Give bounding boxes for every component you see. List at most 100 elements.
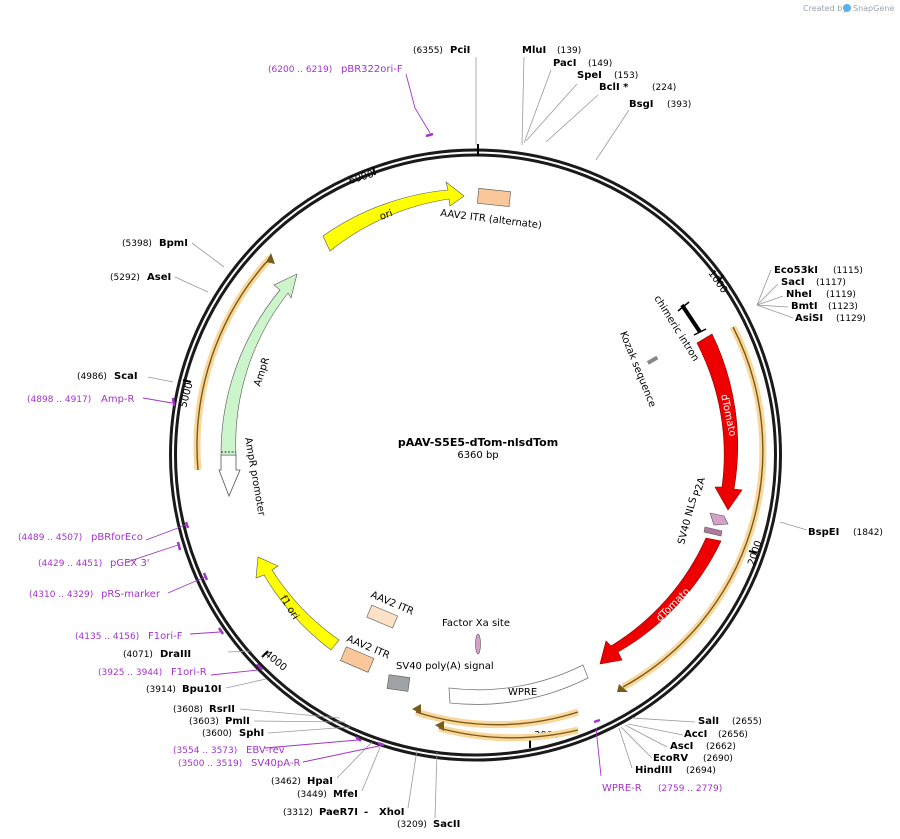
kozak-feature[interactable] [646,355,659,365]
site-pos-bsgi: (393) [667,100,691,110]
site-name-bspei[interactable]: BspEI [808,527,839,538]
site-name-asisi[interactable]: AsiSI [795,313,823,324]
site-pos-saci: (1117) [816,278,846,288]
site-name-paer7i[interactable]: PaeR7I [319,807,358,818]
primer-name-amp-r[interactable]: Amp-R [101,394,135,405]
sv40-nls-feature[interactable] [703,526,723,537]
site-name-nhei[interactable]: NheI [786,289,812,300]
ampr-feature[interactable] [220,273,298,456]
site-name-hindiii[interactable]: HindIII [635,765,672,776]
sv40-polya-feature[interactable] [386,674,411,692]
site-name-acci[interactable]: AccI [684,729,707,740]
kozak-label: Kozak sequence [617,330,657,409]
orf-right-arrowhead [617,684,628,692]
primer-name-wpre-r[interactable]: WPRE-R [602,783,642,794]
primer-range-prs-marker: (4310 .. 4329) [29,590,93,600]
tick-label-5000: 5000 [178,381,195,408]
site-name-mfei[interactable]: MfeI [333,789,358,800]
primer-leaders [126,73,602,777]
site-name-asci[interactable]: AscI [670,741,693,752]
tick-6000 [372,166,376,176]
orf-left-line[interactable] [196,257,271,471]
site-name-bmti[interactable]: BmtI [791,301,818,312]
site-name-sacii[interactable]: SacII [433,819,460,830]
site-name-eco53ki[interactable]: Eco53kI [774,265,818,276]
site-pos-bpu10i: (3914) [146,685,176,695]
p2a-feature[interactable] [709,512,729,526]
aav2-itr-alternate-feature[interactable] [476,188,511,207]
primer-range-wpre-r: (2759 .. 2779) [658,784,722,794]
site-name-hpai[interactable]: HpaI [307,776,333,787]
site-name-bpmi[interactable]: BpmI [159,238,188,249]
site-pos-acci: (2656) [718,730,748,740]
credit-prefix: Created by [803,4,847,13]
site-name-saci[interactable]: SacI [781,277,805,288]
tick-4000 [261,650,269,658]
site-pos-asci: (2662) [706,742,736,752]
site-name-ecorv[interactable]: EcoRV [653,753,688,764]
primer-name-f1ori-r[interactable]: F1ori-R [171,667,207,678]
site-pos-draiii: (4071) [123,650,153,660]
dtomato-2-feature[interactable] [599,537,722,665]
site-pos-bmti: (1123) [828,302,858,312]
plasmid-name: pAAV-S5E5-dTom-nlsdTom [398,436,558,449]
site-name-asei[interactable]: AseI [147,272,171,283]
site-name-pmli[interactable]: PmlI [225,716,250,727]
orf-right-line[interactable] [622,326,764,688]
chimeric-intron-feature[interactable] [680,303,702,334]
site-name-draiii[interactable]: DraIII [160,649,191,660]
site-name-sphi[interactable]: SphI [239,728,264,739]
site-name-xhoi[interactable]: XhoI [379,807,404,818]
f1-ori-feature[interactable] [255,556,340,651]
site-name-bsgi[interactable]: BsgI [629,99,653,110]
site-name-scai[interactable]: ScaI [114,371,138,382]
site-pos-asisi: (1129) [836,314,866,324]
site-name-pcii[interactable]: PciI [450,45,470,56]
site-name-rsrii[interactable]: RsrII [209,704,235,715]
ampr-label: AmpR [252,356,272,388]
orf-bottom-1-arrowhead [412,704,421,714]
chimeric-intron-label: chimeric intron [651,294,700,364]
sv40-nls-label: SV40 NLS [676,496,699,546]
sv40-polya-label: SV40 poly(A) signal [396,661,494,672]
site-pos-sali: (2655) [732,717,762,727]
primer-name-pgex3[interactable]: pGEX 3' [110,558,150,569]
site-name-bpu10i[interactable]: Bpu10I [182,684,222,695]
site-name-mlui[interactable]: MluI [522,45,546,56]
dtomato-1-feature[interactable] [696,333,743,511]
tick-5000 [182,379,192,383]
p2a-label: P2A [692,476,708,498]
site-pos-asei: (5292) [110,273,140,283]
primer-name-sv40pa-r[interactable]: SV40pA-R [251,758,300,769]
aav2-itr-2-feature[interactable] [366,604,399,629]
site-pos-ecorv: (2690) [703,754,733,764]
site-name-bcli[interactable]: BclI * [599,82,629,93]
ori-label: ori [378,208,394,223]
site-name-sep: - [364,807,368,818]
site-pos-paci: (149) [588,59,612,69]
primer-name-pbr322ori-f[interactable]: pBR322ori-F [341,64,403,75]
orf-bottom-2-arrowhead [435,721,444,731]
site-name-paci[interactable]: PacI [553,58,576,69]
site-pos-mfei: (3449) [297,790,327,800]
site-name-spei[interactable]: SpeI [577,70,602,81]
site-name-sali[interactable]: SalI [698,716,719,727]
site-pos-hpai: (3462) [271,777,301,787]
site-leaders-left [147,242,438,819]
ori-feature[interactable] [322,181,465,252]
primer-name-f1ori-f[interactable]: F1ori-F [148,631,183,642]
primer-marks [171,132,601,747]
orf-bottom-1-line[interactable] [415,711,579,726]
primer-name-ebv-rev[interactable]: EBV-rev [246,745,285,756]
aav2-itr-alternate-label: AAV2 ITR (alternate) [440,208,543,231]
factor-xa-feature[interactable] [475,633,481,655]
primer-name-pbrforeco[interactable]: pBRforEco [91,532,143,543]
wpre-feature[interactable] [448,664,589,705]
primer-name-prs-marker[interactable]: pRS-marker [101,589,161,600]
factor-xa-label: Factor Xa site [442,618,510,629]
orf-bottom-2-line[interactable] [438,727,579,739]
site-leaders-right [475,56,808,769]
ampr-promoter-feature[interactable] [218,454,241,498]
aav2-itr-1-feature[interactable] [340,646,375,673]
